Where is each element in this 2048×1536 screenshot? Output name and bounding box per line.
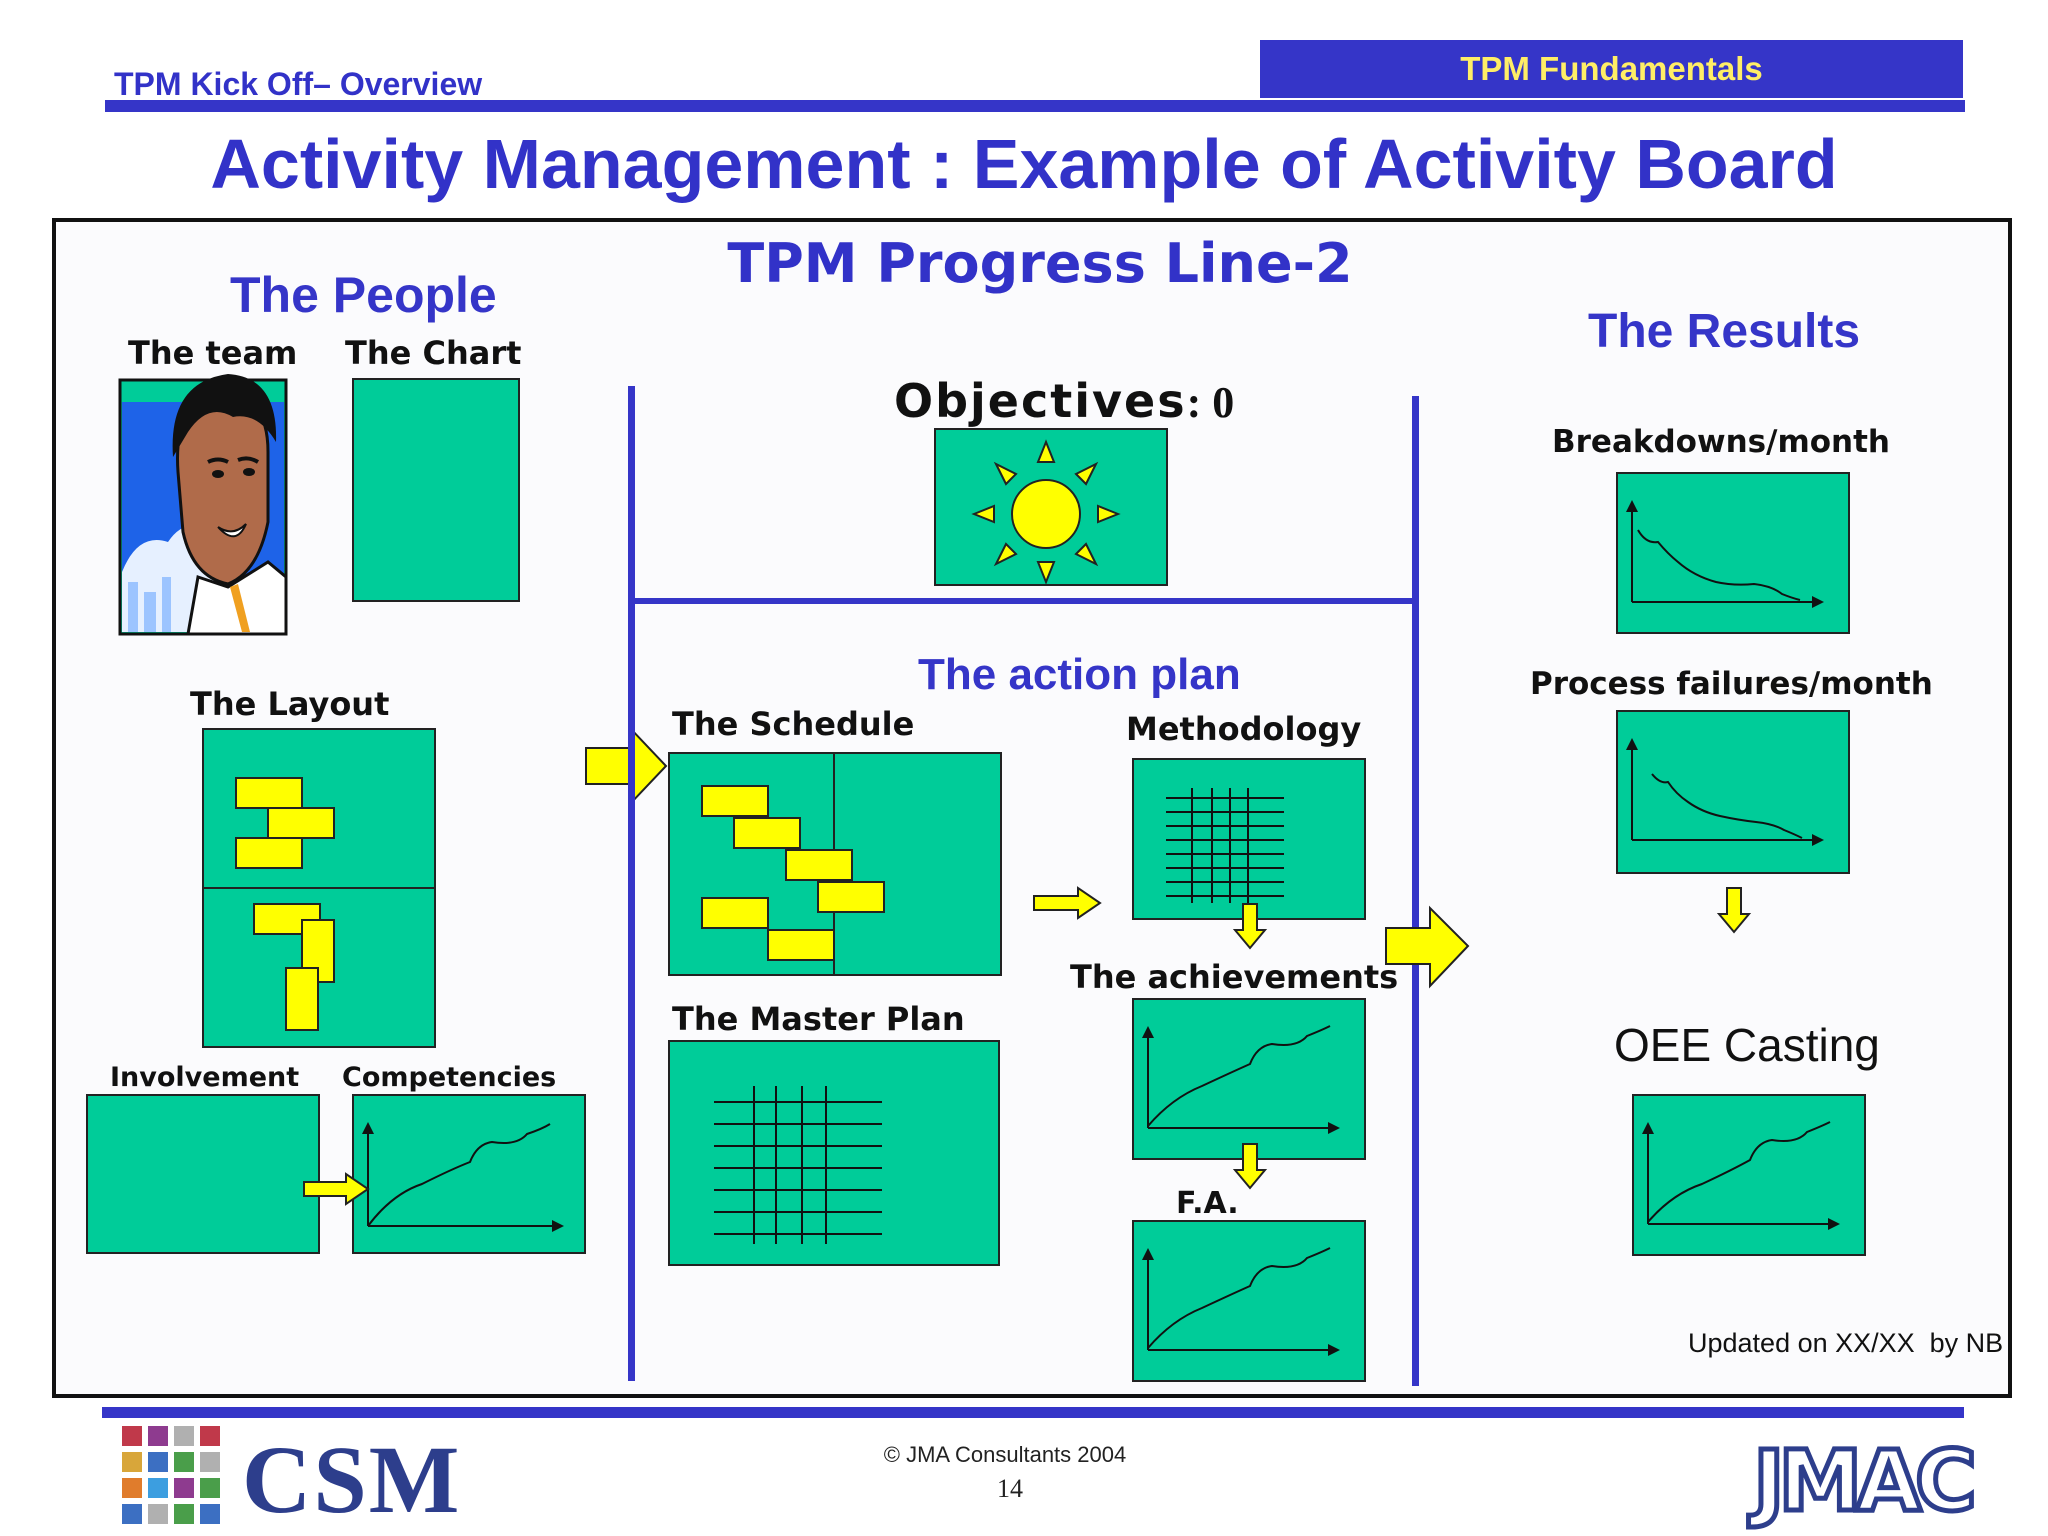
oee-panel xyxy=(1632,1094,1866,1256)
objectives-label: Objectives xyxy=(894,374,1187,428)
divider-horizontal xyxy=(632,598,1416,604)
people-heading: The People xyxy=(230,267,497,323)
arrow-down-icon xyxy=(1232,1143,1268,1190)
schedule-label: The Schedule xyxy=(672,705,915,743)
objectives-value: : 0 xyxy=(1186,378,1235,427)
sun-icon xyxy=(971,439,1121,585)
trend-chart-icon xyxy=(362,1122,564,1232)
header-left-title: TPM Kick Off– Overview xyxy=(114,66,483,102)
trend-chart-icon xyxy=(1142,1247,1340,1356)
oee-label: OEE Casting xyxy=(1614,1019,1880,1071)
methodology-label: Methodology xyxy=(1126,710,1362,748)
arrow-right-icon xyxy=(1385,905,1470,989)
methodology-panel xyxy=(1132,758,1366,920)
page-number: 14 xyxy=(997,1474,1023,1503)
divider-left xyxy=(628,386,635,1381)
team-label: The team xyxy=(128,334,298,372)
arrow-down-icon xyxy=(1716,887,1752,934)
trend-chart-icon xyxy=(1626,738,1824,846)
footer-divider xyxy=(102,1407,1964,1418)
header-right-banner: TPM Fundamentals xyxy=(1260,40,1963,98)
competencies-panel xyxy=(352,1094,586,1254)
process-failures-panel xyxy=(1616,710,1850,874)
header-divider xyxy=(105,100,1965,112)
man-portrait-icon xyxy=(118,374,288,636)
arrow-right-icon xyxy=(303,1172,370,1206)
achievements-label: The achievements xyxy=(1070,958,1399,996)
involvement-label: Involvement xyxy=(110,1062,300,1093)
chart-label: The Chart xyxy=(345,334,522,372)
results-heading: The Results xyxy=(1588,305,1861,358)
arrow-right-icon xyxy=(1033,886,1102,920)
breakdowns-label: Breakdowns/month xyxy=(1552,424,1891,460)
schedule-panel xyxy=(668,752,1002,976)
achievements-panel xyxy=(1132,998,1366,1160)
csm-logo-text: CSM xyxy=(242,1426,462,1533)
header-right-title: TPM Fundamentals xyxy=(1460,50,1763,87)
trend-chart-icon xyxy=(1642,1121,1840,1230)
trend-chart-icon xyxy=(1142,1025,1340,1134)
slide-title: Activity Management : Example of Activit… xyxy=(210,125,1838,203)
jmac-logo-icon: JMAC xyxy=(1751,1437,1979,1526)
board-title: TPM Progress Line-2 xyxy=(727,232,1353,295)
process-failures-label: Process failures/month xyxy=(1530,666,1933,702)
arrow-right-icon xyxy=(585,725,668,807)
chart-panel xyxy=(352,378,520,602)
divider-right xyxy=(1412,396,1419,1386)
fa-panel xyxy=(1132,1220,1366,1382)
involvement-panel xyxy=(86,1094,320,1254)
grid-icon xyxy=(714,1086,882,1244)
objectives-panel xyxy=(934,428,1168,586)
objectives-row: Objectives: 0 xyxy=(894,374,1234,428)
action-plan-heading: The action plan xyxy=(918,650,1241,699)
breakdowns-panel xyxy=(1616,472,1850,634)
arrow-down-icon xyxy=(1232,903,1268,950)
updated-text: Updated on XX/XX by NB xyxy=(1688,1328,2004,1358)
master-plan-label: The Master Plan xyxy=(672,1000,965,1038)
competencies-label: Competencies xyxy=(342,1062,557,1093)
master-plan-panel xyxy=(668,1040,1000,1266)
grid-icon xyxy=(1166,788,1284,903)
fa-label: F.A. xyxy=(1176,1186,1239,1221)
csm-logo-icon xyxy=(122,1426,220,1524)
layout-label: The Layout xyxy=(190,685,390,723)
jmac-logo-text: JMAC xyxy=(1751,1432,1979,1530)
trend-chart-icon xyxy=(1626,500,1824,608)
copyright-text: © JMA Consultants 2004 xyxy=(883,1442,1127,1467)
layout-panel xyxy=(202,728,436,1048)
